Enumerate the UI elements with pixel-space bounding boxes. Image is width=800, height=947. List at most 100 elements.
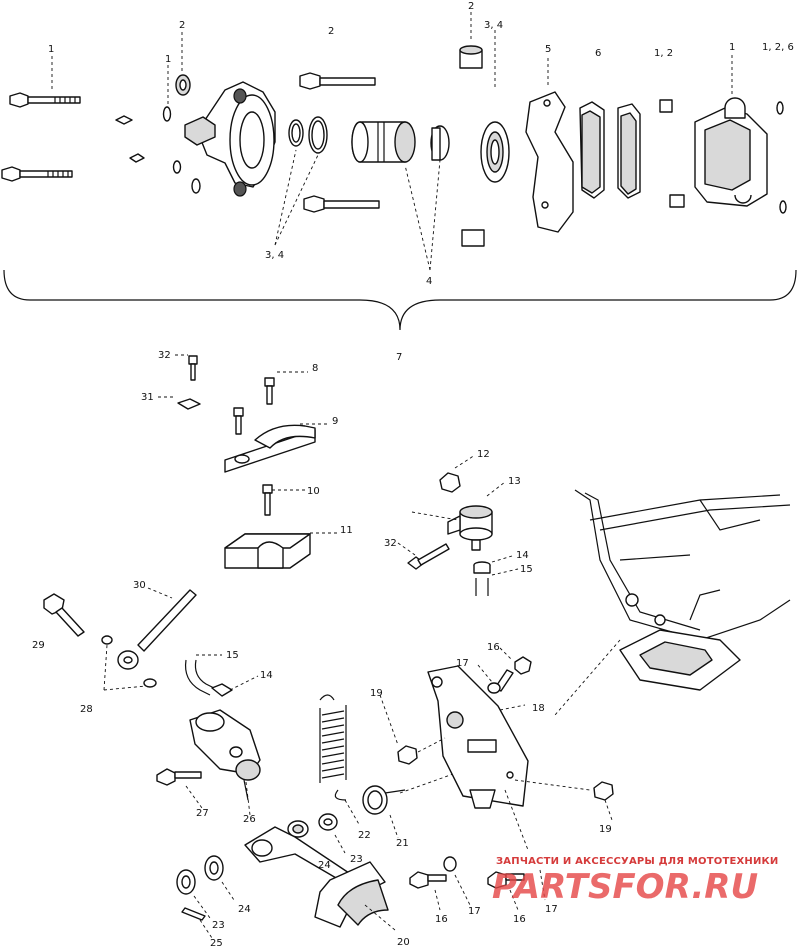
callout-29: 29 (32, 640, 45, 651)
bolt-16-right (487, 871, 525, 889)
callout-17a: 17 (456, 658, 469, 669)
clip-ring (779, 200, 787, 214)
caliper-body-outer (694, 97, 768, 207)
push-rod-30 (117, 589, 197, 670)
callout-1-2: 1, 2 (654, 48, 673, 59)
piston (351, 121, 416, 163)
bolt-27 (156, 768, 202, 786)
caliper-bolt-lower (1, 166, 73, 182)
bolt-10 (262, 484, 273, 516)
brake-pad-right (617, 103, 641, 199)
callout-31: 31 (141, 392, 154, 403)
master-cylinder-26 (189, 709, 261, 801)
callout-27: 27 (196, 808, 209, 819)
screw-32-upper (188, 355, 198, 381)
spring-22 (319, 694, 347, 801)
callout-23a: 23 (350, 854, 363, 865)
bolt-16-lower (409, 871, 447, 889)
bleeder-screw (115, 115, 145, 163)
clamp-block-11 (224, 533, 311, 569)
hose-15 (475, 578, 489, 596)
hose-15-lower (184, 659, 215, 696)
clip-31 (177, 398, 201, 410)
callout-16b: 16 (435, 914, 448, 925)
callout-24a: 24 (318, 860, 331, 871)
callout-16a: 16 (487, 642, 500, 653)
callout-5: 5 (545, 44, 551, 55)
caliper-bushing (659, 99, 673, 113)
guide-pin-lower (303, 195, 380, 213)
callout-15b: 15 (226, 650, 239, 661)
assembly-brace (3, 269, 797, 331)
callout-18: 18 (532, 703, 545, 714)
callout-3-4b: 3, 4 (265, 250, 284, 261)
clip-ring (776, 101, 784, 115)
callout-1b: 1 (165, 54, 171, 65)
callout-2b: 2 (328, 26, 334, 37)
vehicle-frame (574, 489, 791, 691)
caliper-bushing (669, 194, 685, 208)
callout-2c: 2 (468, 1, 474, 12)
callout-32b: 32 (384, 538, 397, 549)
watermark-subtitle: ЗАПЧАСТИ И АКСЕССУАРЫ ДЛЯ МОТОТЕХНИКИ (496, 856, 779, 867)
callout-11: 11 (340, 525, 353, 536)
callout-3-4a: 3, 4 (484, 20, 503, 31)
callout-13: 13 (508, 476, 521, 487)
cotter-pin-25 (181, 907, 206, 921)
callout-20: 20 (397, 937, 410, 947)
brake-pad-left (579, 101, 605, 199)
callout-30: 30 (133, 580, 146, 591)
callout-14b: 14 (260, 670, 273, 681)
reservoir-13 (447, 505, 493, 551)
callout-32a: 32 (158, 350, 171, 361)
callout-labels: 1 2 1 2 2 3, 4 5 6 1, 2 1 1, 2, 6 3, 4 4… (32, 1, 794, 947)
callout-6: 6 (595, 48, 601, 59)
callout-12: 12 (477, 449, 490, 460)
callout-25: 25 (210, 938, 223, 947)
callout-9: 9 (332, 416, 338, 427)
o-ring-small (191, 178, 201, 194)
clamp-9 (224, 424, 316, 473)
callout-4: 4 (426, 276, 432, 287)
callout-8: 8 (312, 363, 318, 374)
nut-19-right (593, 781, 614, 801)
callout-24b: 24 (238, 904, 251, 915)
callout-16c: 16 (513, 914, 526, 925)
washer-17-lower (443, 856, 457, 872)
callout-26: 26 (243, 814, 256, 825)
caliper-body-inner (184, 81, 276, 197)
clamp-14-lower (211, 683, 233, 697)
callout-17b: 17 (468, 906, 481, 917)
callout-1c: 1 (729, 42, 735, 53)
callout-15a: 15 (520, 564, 533, 575)
bolt-16-upper (494, 656, 532, 692)
caliper-bolt-upper (9, 92, 81, 108)
callout-19a: 19 (370, 688, 383, 699)
callout-10: 10 (307, 486, 320, 497)
washer-17-upper (487, 682, 501, 694)
callout-7: 7 (396, 352, 402, 363)
callout-22: 22 (358, 830, 371, 841)
brake-pedal-20 (244, 826, 389, 928)
caliper-bracket (525, 91, 574, 233)
large-seal (480, 121, 510, 183)
bolt-8 (233, 377, 275, 435)
screw-32-lower (407, 543, 450, 570)
callout-23b: 23 (212, 920, 225, 931)
callout-28: 28 (80, 704, 93, 715)
callout-17c: 17 (545, 904, 558, 915)
watermark: ЗАПЧАСТИ И АКСЕССУАРЫ ДЛЯ МОТОТЕХНИКИ PA… (492, 856, 779, 907)
o-ring-small (172, 160, 182, 174)
watermark-brand: PARTSFOR.RU (492, 867, 758, 907)
callout-14a: 14 (516, 550, 529, 561)
callout-21: 21 (396, 838, 409, 849)
washer-28 (143, 678, 157, 688)
callout-19b: 19 (599, 824, 612, 835)
nut-12 (439, 472, 461, 493)
mounting-plate-18 (427, 665, 529, 809)
callout-2a: 2 (179, 20, 185, 31)
callout-1-2-6: 1, 2, 6 (762, 42, 794, 53)
bolt-29 (43, 593, 85, 637)
